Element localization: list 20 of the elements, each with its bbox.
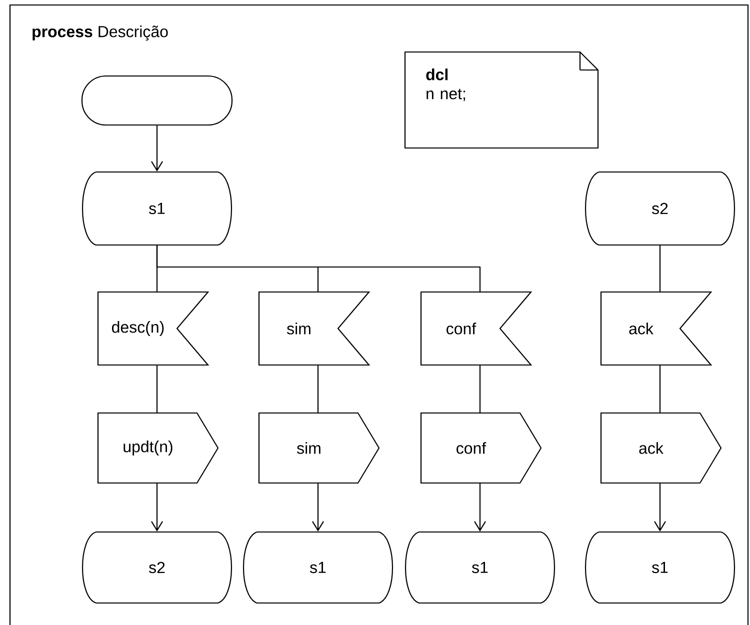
connector-line xyxy=(659,246,661,292)
connector-line xyxy=(479,366,481,412)
connector-line xyxy=(659,366,661,412)
connector-line xyxy=(156,246,481,292)
connector-line xyxy=(317,366,319,412)
arrow xyxy=(654,484,666,532)
start-terminator xyxy=(81,75,233,126)
arrow xyxy=(312,484,324,532)
state-symbol: s1 xyxy=(242,531,394,604)
arrow xyxy=(151,126,163,172)
process-heading: process Descrição xyxy=(32,26,168,40)
arrow xyxy=(151,484,163,532)
state-symbol: s1 xyxy=(82,171,232,246)
state-symbol: s1 xyxy=(404,531,556,604)
arrow xyxy=(474,484,486,532)
connector-line xyxy=(156,366,158,412)
state-symbol: s1 xyxy=(584,531,736,604)
state-symbol: s2 xyxy=(584,171,736,246)
comment-note: dcl n net; xyxy=(404,51,599,149)
state-symbol: s2 xyxy=(82,531,232,604)
